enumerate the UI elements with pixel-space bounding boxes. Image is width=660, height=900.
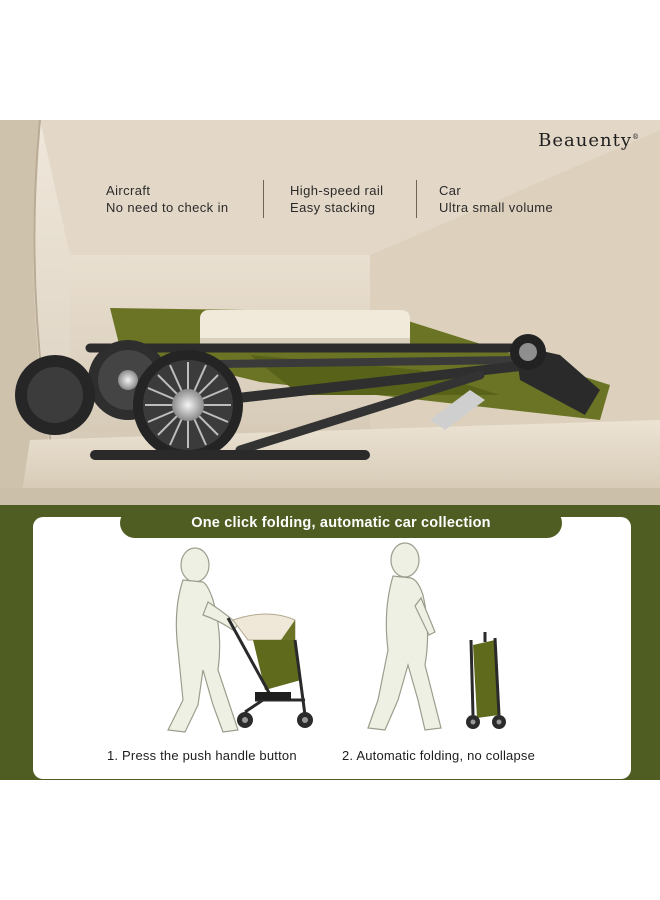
feature-subtitle: No need to check in — [106, 200, 229, 215]
luggage-compartment-photo: Beauenty® Aircraft No need to check in H… — [0, 120, 660, 505]
folded-stroller-illustration — [0, 120, 660, 505]
feature-subtitle: Easy stacking — [290, 200, 376, 215]
folding-steps-illustration — [167, 542, 506, 733]
brand-logo: Beauenty® — [538, 130, 640, 151]
person-walking-icon — [367, 542, 442, 731]
feature-divider — [416, 180, 417, 218]
feature-divider — [263, 180, 264, 218]
step-caption: 1. Press the push handle button — [107, 748, 297, 763]
registered-mark: ® — [632, 133, 640, 141]
folding-steps-card — [33, 517, 631, 779]
feature-aircraft: Aircraft No need to check in — [106, 182, 229, 216]
feature-car: Car Ultra small volume — [439, 182, 553, 216]
stroller-folded-icon — [466, 632, 506, 729]
feature-subtitle: Ultra small volume — [439, 200, 554, 215]
feature-title: Aircraft — [106, 183, 151, 198]
section-heading: One click folding, automatic car collect… — [120, 508, 562, 538]
brand-name: Beauenty — [538, 130, 632, 151]
feature-high-speed-rail: High-speed rail Easy stacking — [290, 182, 383, 216]
feature-title: Car — [439, 183, 462, 198]
stroller-open-icon — [226, 613, 313, 728]
step-caption: 2. Automatic folding, no collapse — [342, 748, 536, 763]
feature-title: High-speed rail — [290, 183, 384, 198]
person-pushing-icon — [167, 547, 239, 733]
